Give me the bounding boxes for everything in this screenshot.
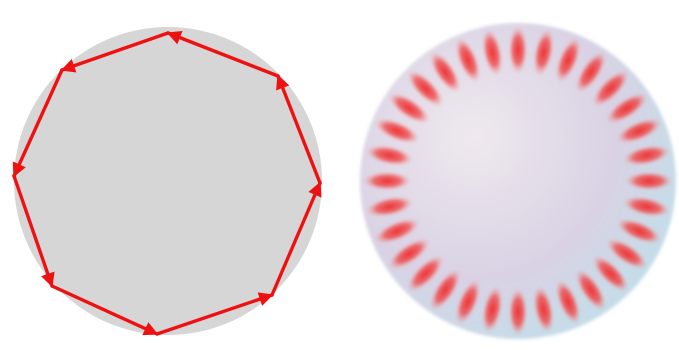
lobe-1 <box>509 26 528 74</box>
lobe-25 <box>363 172 411 191</box>
left-panel <box>14 27 322 335</box>
right-panel <box>360 23 676 339</box>
lobe-17 <box>509 288 528 336</box>
lobe-9 <box>625 172 673 191</box>
